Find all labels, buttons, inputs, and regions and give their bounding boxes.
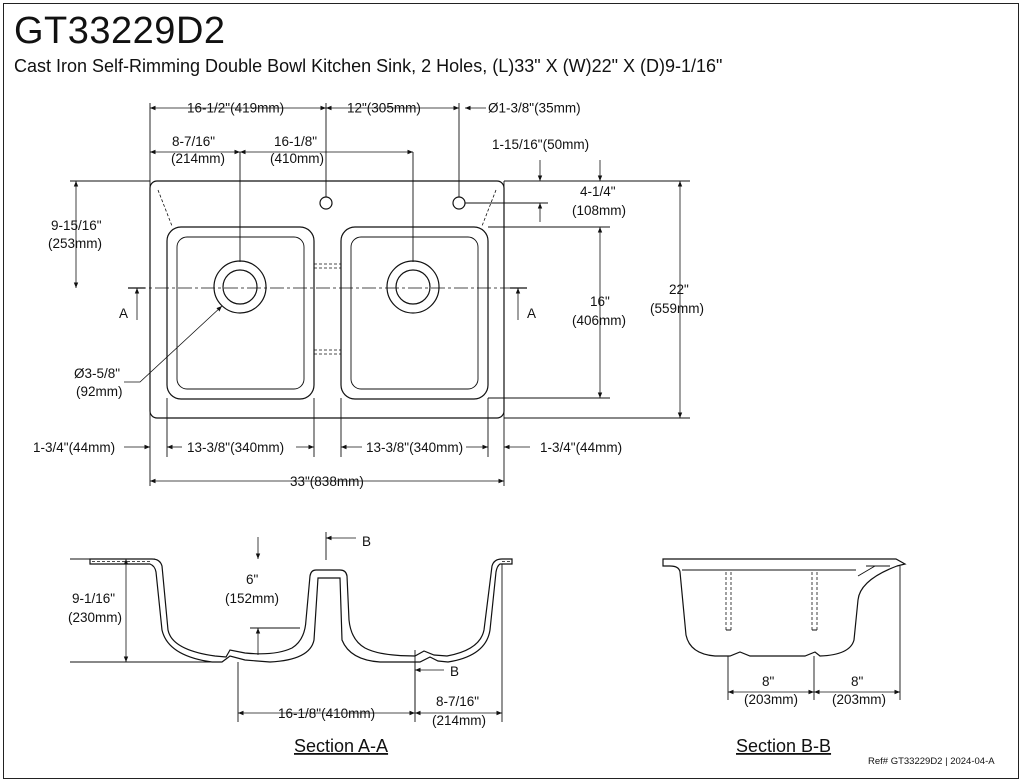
product-description: Cast Iron Self-Rimming Double Bowl Kitch… xyxy=(14,56,723,76)
dim-8-7-16-aa-a: 8-7/16" xyxy=(436,694,479,709)
dim-8-7-16-aa-b: (214mm) xyxy=(432,713,486,728)
right-drain-inner xyxy=(395,269,431,305)
section-bb-label: Section B-B xyxy=(736,736,831,756)
dim-1-3-4-left: 1-3/4"(44mm) xyxy=(33,440,115,455)
dim-13-3-8-right: 13-3/8"(340mm) xyxy=(366,440,463,455)
top-view: A A 16-1/2"(419mm) 12"(305mm) Ø1-3/8"(35… xyxy=(33,101,704,489)
dim-22-b: (559mm) xyxy=(650,301,704,316)
dim-6-a: 6" xyxy=(246,572,259,587)
dim-16-1-8-aa: 16-1/8"(410mm) xyxy=(278,706,375,721)
dim-16-1-2: 16-1/2"(419mm) xyxy=(187,101,284,116)
dim-33: 33"(838mm) xyxy=(290,474,364,489)
cut-label-a-left: A xyxy=(119,306,128,321)
right-bowl-outline xyxy=(340,226,489,400)
reference-number: Ref# GT33229D2 | 2024-04-A xyxy=(868,756,995,767)
cut-label-b-top: B xyxy=(362,534,371,549)
dim-16-1-8-b: (410mm) xyxy=(270,151,324,166)
cut-label-b-bottom: B xyxy=(450,664,459,679)
dim-9-15-16-a: 9-15/16" xyxy=(51,218,102,233)
dim-16-1-8-a: 16-1/8" xyxy=(274,134,317,149)
section-aa-profile xyxy=(89,558,513,663)
dim-1-3-4-right: 1-3/4"(44mm) xyxy=(540,440,622,455)
dim-6-b: (152mm) xyxy=(225,591,279,606)
left-bowl-outline xyxy=(166,226,315,400)
drawing-frame xyxy=(3,3,1019,779)
model-title: GT33229D2 xyxy=(14,10,226,52)
divider-web xyxy=(314,263,341,355)
dim-4-1-4-a: 4-1/4" xyxy=(580,184,616,199)
dim-8-right-b: (203mm) xyxy=(832,692,886,707)
rim-clip-left xyxy=(157,189,173,227)
dim-8-7-16-b: (214mm) xyxy=(171,151,225,166)
dim-depth-b: (230mm) xyxy=(68,610,122,625)
left-drain-outer xyxy=(213,260,267,314)
dim-12: 12"(305mm) xyxy=(347,101,421,116)
faucet-hole-2 xyxy=(452,196,466,210)
faucet-hole-1 xyxy=(319,196,333,210)
section-aa-label: Section A-A xyxy=(294,736,388,756)
dim-16-a: 16" xyxy=(590,294,610,309)
sink-outer-rim xyxy=(149,180,505,419)
dim-8-left-a: 8" xyxy=(762,674,775,689)
dim-4-1-4-b: (108mm) xyxy=(572,203,626,218)
dim-9-15-16-b: (253mm) xyxy=(48,236,102,251)
right-drain-outer xyxy=(386,260,440,314)
section-bb-ribs xyxy=(725,572,818,630)
dim-8-right-a: 8" xyxy=(851,674,864,689)
dim-drain-b: (92mm) xyxy=(76,384,123,399)
cut-label-a-right: A xyxy=(527,306,536,321)
dim-hole-diameter: Ø1-3/8"(35mm) xyxy=(488,101,581,116)
dim-16-b: (406mm) xyxy=(572,313,626,328)
dim-1-15-16: 1-15/16"(50mm) xyxy=(492,137,589,152)
left-drain-inner xyxy=(222,269,258,305)
dim-8-7-16-a: 8-7/16" xyxy=(172,134,215,149)
dim-22-a: 22" xyxy=(669,282,689,297)
dim-8-left-b: (203mm) xyxy=(744,692,798,707)
left-bowl-inner xyxy=(176,236,305,390)
dim-13-3-8-left: 13-3/8"(340mm) xyxy=(187,440,284,455)
section-a-a: B B 9-1/16" (230mm) 6" (152mm) 16-1/8"(4… xyxy=(68,532,513,756)
dim-depth-a: 9-1/16" xyxy=(72,591,115,606)
dim-drain-a: Ø3-5/8" xyxy=(74,366,120,381)
right-bowl-inner xyxy=(350,236,479,390)
section-bb-profile xyxy=(662,558,907,657)
rim-clip-right xyxy=(481,189,497,227)
section-b-b: 8" (203mm) 8" (203mm) Section B-B xyxy=(662,558,907,756)
